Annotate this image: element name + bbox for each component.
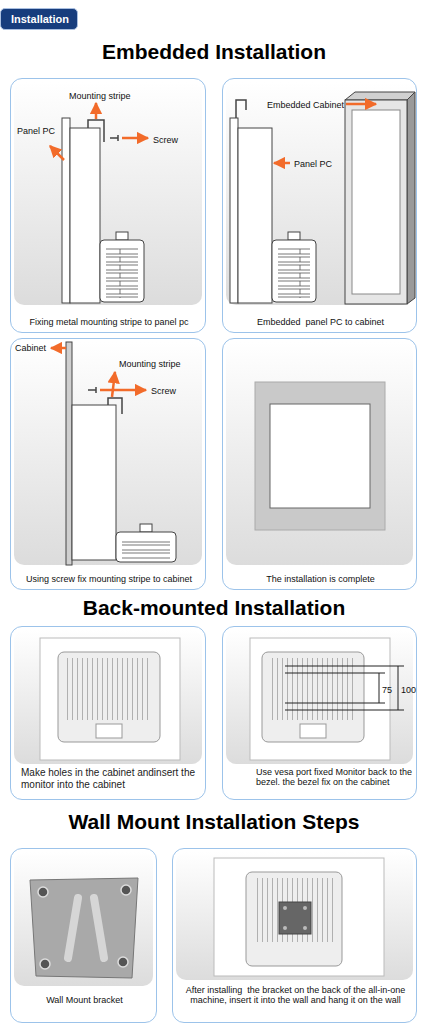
part-label: Cabinet [15,343,65,353]
step-caption: Use vesa port fixed Monitor back to the … [256,767,414,788]
step-panel: The installation is complete [222,338,417,590]
step-panel: After installing the bracket on the back… [172,848,417,1023]
step-panel: Make holes in the cabinet andinsert the … [10,626,206,800]
part-label: Panel PC [17,126,63,136]
part-label: 75 [382,685,398,695]
step-caption: After installing the bracket on the back… [183,985,408,1006]
part-label: Mounting stripe [119,359,203,369]
part-label: Panel PC [294,159,354,169]
step-caption: Fixing metal mounting stripe to panel pc [13,317,205,327]
part-label: Screw [153,135,197,145]
step-panel: CabinetMounting stripeScrewUsing screw f… [10,338,206,590]
part-label: Mounting stripe [69,91,169,101]
step-caption: The installation is complete [225,574,416,584]
step-caption: Wall Mount bracket [13,995,156,1005]
section-heading: Wall Mount Installation Steps [0,810,428,833]
tab-label: Installation [1,13,79,26]
section-heading: Embedded Installation [0,40,428,63]
step-caption: Using screw fix mounting stripe to cabin… [13,574,205,584]
part-label: 100 [401,685,418,695]
step-panel: Embedded CabinetPanel PC Embedded panel P… [222,78,417,333]
step-panel: 75100Use vesa port fixed Monitor back to… [222,626,417,800]
part-label: Screw [151,386,197,396]
part-label: Embedded Cabinet [267,100,347,110]
step-caption: Make holes in the cabinet andinsert the … [21,767,203,790]
step-panel: Mounting stripePanel PC ScrewFixing metal… [10,78,206,333]
section-heading: Back-mounted Installation [0,596,428,619]
step-panel: Wall Mount bracket [10,848,157,1023]
step-caption: Embedded panel PC to cabinet [225,317,416,327]
section-tab: Installation [0,8,78,30]
